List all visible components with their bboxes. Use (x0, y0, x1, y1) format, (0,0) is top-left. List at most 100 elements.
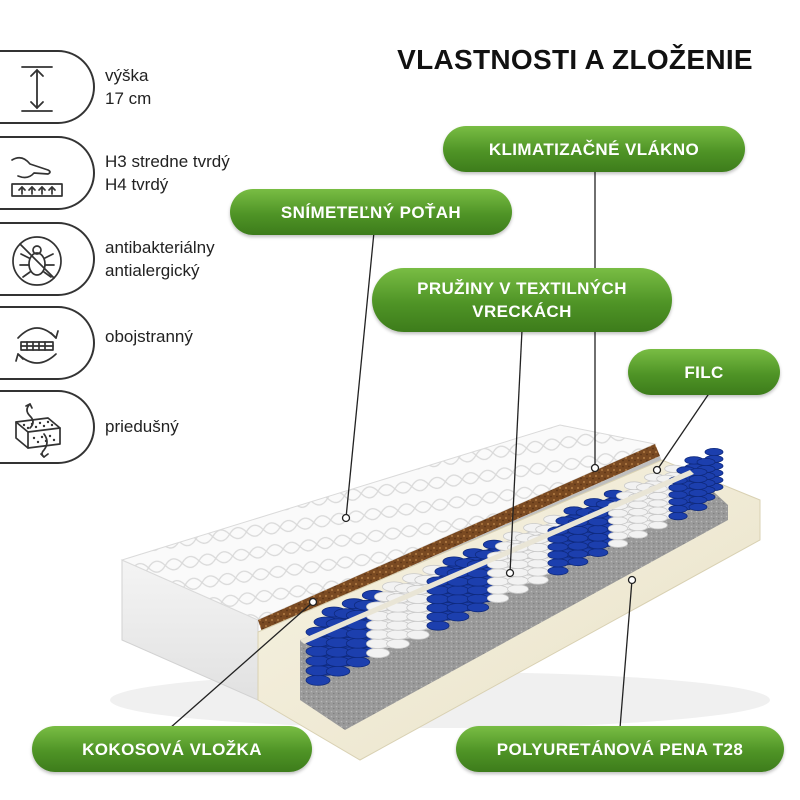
spring-disc (648, 513, 668, 523)
spring-disc (446, 602, 470, 613)
spring-disc (366, 647, 390, 659)
spring-disc (507, 584, 529, 594)
feature-antibacterial (0, 222, 95, 296)
spring-disc (648, 491, 668, 501)
spring-disc (527, 550, 549, 561)
feature-breathable (0, 390, 95, 464)
label-polyuretanova-pena: POLYURETÁNOVÁ PENA T28 (456, 726, 784, 772)
label-snimetelny-potah: SNÍMETEĽNÝ POŤAH (230, 189, 512, 235)
label-pruziny: PRUŽINY V TEXTILNÝCH VRECKÁCH (372, 268, 672, 332)
spring-disc (628, 500, 648, 509)
spring-disc (366, 638, 390, 649)
spring-disc (668, 497, 688, 506)
spring-disc (426, 594, 450, 605)
spring-disc (345, 656, 371, 668)
spring-disc (628, 507, 648, 517)
feature-line: 17 cm (105, 89, 152, 108)
spring-disc (386, 620, 410, 631)
page-title: VLASTNOSTI A ZLOŽENIE (397, 44, 753, 75)
spring-disc (486, 593, 509, 603)
spring-disc (567, 557, 589, 567)
spring-disc (486, 568, 509, 578)
spring-disc (608, 516, 629, 526)
spring-disc (567, 526, 589, 535)
breathable-foam-icon (15, 403, 61, 458)
spring-disc (466, 576, 490, 587)
feature-breathable-text: priedušný (105, 415, 179, 438)
spring-disc (486, 576, 509, 587)
spring-disc (547, 566, 569, 576)
spring-disc (446, 585, 470, 596)
feature-firmness (0, 136, 95, 210)
spring-disc (587, 548, 609, 557)
spring-disc (587, 532, 609, 542)
label-text: VRECKÁCH (472, 302, 572, 321)
spring-disc (466, 585, 490, 596)
spring-disc (648, 506, 668, 515)
spring-disc (704, 447, 724, 456)
felt-edge (300, 470, 694, 644)
spring-disc (325, 665, 351, 677)
feature-line: priedušný (105, 417, 179, 436)
label-filc: FILC (628, 349, 780, 395)
feature-reversible (0, 306, 95, 380)
spring-disc (668, 504, 688, 514)
spring-disc (608, 508, 629, 518)
feature-line: výška (105, 66, 149, 85)
spring-disc (608, 524, 629, 533)
spring-disc (668, 490, 688, 499)
feature-line: H4 tvrdý (105, 175, 169, 194)
coconut-layer (258, 444, 660, 632)
spring-disc (688, 488, 708, 497)
spring-disc (426, 602, 450, 613)
spring-disc (567, 533, 589, 543)
spring-disc (406, 629, 430, 640)
spring-disc (426, 611, 450, 622)
spring-disc (366, 620, 390, 631)
pocket-springs (305, 447, 724, 686)
reversible-mattress-icon (15, 327, 59, 364)
height-arrow-icon (21, 66, 53, 112)
label-klimatizacne-vlakno: KLIMATIZAČNÉ VLÁKNO (443, 126, 745, 172)
feature-line: H3 stredne tvrdý (105, 152, 230, 171)
spring-disc (527, 575, 549, 585)
feature-antibacterial-text: antibakteriálny antialergický (105, 236, 215, 282)
spring-disc (648, 521, 668, 530)
spring-disc (527, 567, 549, 577)
spring-disc (406, 620, 430, 631)
spring-disc (386, 629, 410, 640)
spring-disc (587, 517, 609, 527)
feature-reversible-text: obojstranný (105, 325, 193, 348)
feature-line: obojstranný (105, 327, 193, 346)
spring-disc (466, 593, 490, 604)
spring-disc (587, 525, 609, 534)
spring-disc (386, 638, 410, 649)
label-text: KLIMATIZAČNÉ VLÁKNO (488, 139, 700, 159)
spring-disc (688, 481, 708, 490)
spring-disc (426, 620, 450, 631)
spring-disc (527, 559, 549, 569)
spring-disc (608, 539, 629, 548)
firmness-hand-icon (11, 156, 63, 197)
spring-disc (446, 611, 470, 622)
spring-disc (696, 457, 716, 466)
spring-disc (547, 550, 569, 560)
spring-disc (688, 474, 708, 483)
spring-disc (688, 495, 708, 504)
spring-disc (567, 549, 589, 559)
feature-line: antialergický (105, 261, 200, 280)
spring-disc (305, 674, 331, 686)
feature-line: antibakteriálny (105, 238, 215, 257)
feature-height (0, 50, 95, 124)
spring-disc (547, 542, 569, 552)
spring-disc (507, 559, 529, 570)
spring-disc (628, 515, 648, 524)
spring-disc (567, 541, 589, 551)
spring-disc (366, 629, 390, 640)
label-text: SNÍMETEĽNÝ POŤAH (280, 202, 462, 222)
spring-disc (608, 531, 629, 541)
spring-disc (547, 558, 569, 568)
spring-disc (648, 499, 668, 508)
label-text: PRUŽINY V TEXTILNÝCH (417, 279, 627, 298)
spring-disc (668, 511, 688, 521)
